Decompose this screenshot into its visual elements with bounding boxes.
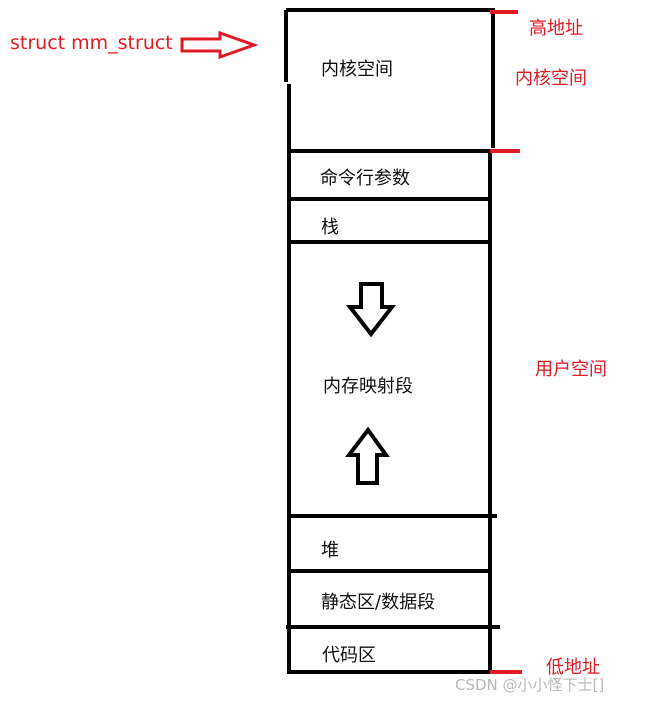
- struct-pointer-arrow: [180, 30, 259, 60]
- address-ticks: [490, 10, 522, 674]
- kernel-space-label: 内核空间: [515, 68, 587, 89]
- heap-region-label: 堆: [321, 540, 339, 561]
- kernel-region-label: 内核空间: [321, 59, 393, 80]
- cmdline-region-label: 命令行参数: [320, 168, 410, 189]
- data-region-label: 静态区/数据段: [321, 592, 436, 613]
- up-arrow-icon: [344, 426, 390, 485]
- stack-region-label: 栈: [321, 217, 339, 238]
- high-address-label: 高地址: [529, 18, 583, 39]
- down-arrow-icon: [345, 282, 397, 338]
- user-space-label: 用户空间: [535, 359, 607, 380]
- struct-label: struct mm_struct: [10, 32, 173, 54]
- mmap-region-label: 内存映射段: [323, 376, 413, 397]
- segment-dividers: [286, 149, 500, 629]
- code-region-label: 代码区: [322, 645, 376, 666]
- watermark: CSDN @小小怪下士[]: [455, 676, 605, 694]
- low-address-label: 低地址: [546, 657, 600, 678]
